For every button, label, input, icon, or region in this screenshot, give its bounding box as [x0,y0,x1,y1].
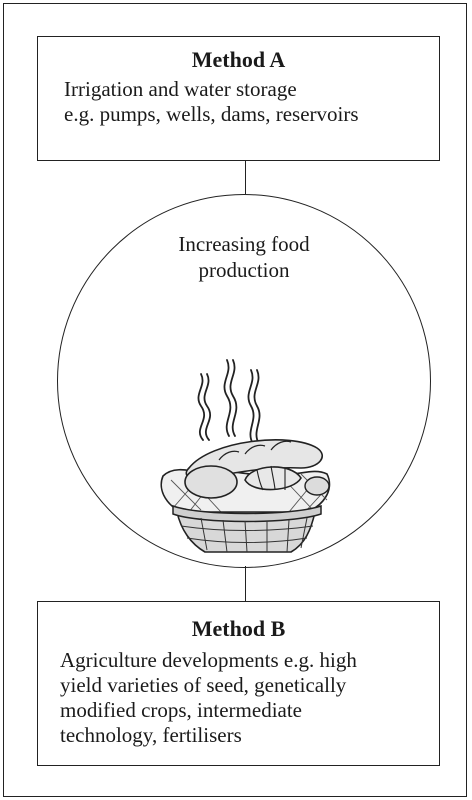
central-label: Increasing food production [58,231,430,283]
method-a-title: Method A [38,47,439,73]
method-b-title: Method B [38,616,439,642]
method-b-text: Agriculture developments e.g. high yield… [38,648,439,748]
top-connector-line [245,161,246,194]
method-a-text: Irrigation and water storage e.g. pumps,… [38,77,439,127]
bread-basket-icon [141,340,351,560]
method-a-box: Method A Irrigation and water storage e.… [37,36,440,161]
method-b-box: Method B Agriculture developments e.g. h… [37,601,440,766]
bottom-connector-line [245,566,246,601]
